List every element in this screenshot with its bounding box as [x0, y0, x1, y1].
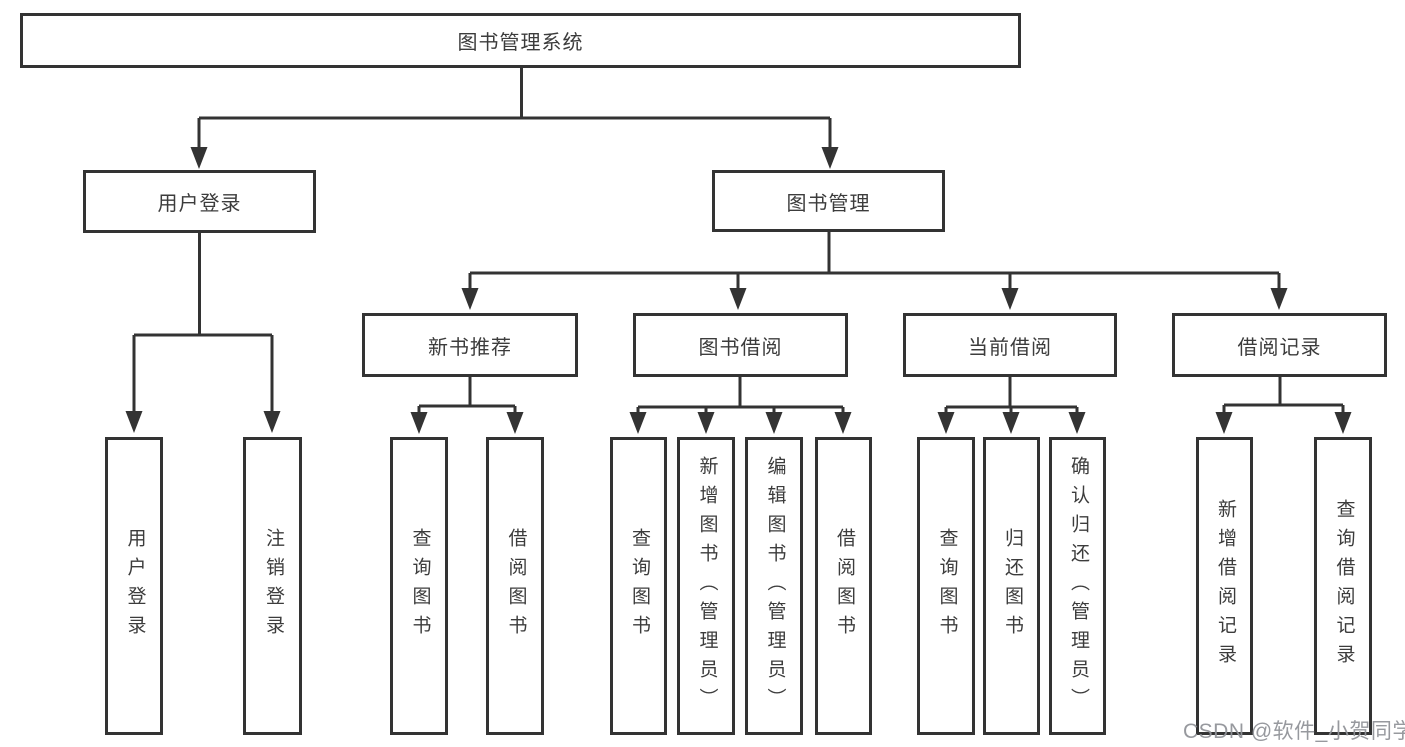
arrowhead	[834, 412, 852, 434]
arrowhead	[190, 147, 208, 169]
node-user-login-label: 用户登录	[157, 193, 242, 215]
edge-current-borrow-children	[944, 377, 1079, 414]
watermark: CSDN @软件_小贺同学	[1183, 720, 1405, 743]
leaf-query-borrow-record-label: 查询借阅记录	[1333, 499, 1355, 673]
leaf-query-borrow-record: 查询借阅记录	[1314, 437, 1372, 735]
leaf-logout-label: 注销登录	[262, 528, 284, 644]
leaf-confirm-return-label: 确认归还（管理员）	[1067, 455, 1089, 717]
arrowhead	[765, 412, 783, 434]
leaf-logout: 注销登录	[243, 437, 302, 735]
leaf-borrow-book-1: 借阅图书	[486, 437, 544, 735]
leaf-add-book: 新增图书（管理员）	[677, 437, 735, 735]
leaf-confirm-return: 确认归还（管理员）	[1049, 437, 1106, 735]
leaf-return-book-label: 归还图书	[1001, 528, 1023, 644]
arrowhead	[1068, 412, 1086, 434]
leaf-query-book-1-label: 查询图书	[409, 528, 431, 644]
leaf-add-book-label: 新增图书（管理员）	[696, 455, 718, 717]
leaf-query-book-1: 查询图书	[390, 437, 448, 735]
leaf-borrow-book-1-label: 借阅图书	[505, 528, 527, 644]
edge-arrowheads	[125, 147, 1352, 434]
leaf-add-borrow-record: 新增借阅记录	[1196, 437, 1253, 735]
node-user-login: 用户登录	[83, 170, 316, 233]
node-new-book-rec-label: 新书推荐	[428, 336, 512, 359]
leaf-query-book-2: 查询图书	[610, 437, 667, 735]
node-book-borrow-label: 图书借阅	[698, 336, 783, 359]
edge-root-to-level2	[197, 68, 832, 150]
arrowhead	[629, 412, 647, 434]
node-book-mgmt: 图书管理	[712, 170, 945, 232]
node-root-label: 图书管理系统	[457, 32, 584, 54]
arrowhead	[125, 411, 143, 433]
leaf-query-book-3: 查询图书	[917, 437, 975, 735]
leaf-borrow-book-2: 借阅图书	[815, 437, 872, 735]
leaf-edit-book-label: 编辑图书（管理员）	[764, 455, 786, 717]
node-current-borrow-label: 当前借阅	[968, 336, 1052, 359]
leaf-user-login-label: 用户登录	[124, 528, 146, 644]
arrowhead	[821, 147, 839, 169]
arrowhead	[937, 412, 955, 434]
leaf-return-book: 归还图书	[983, 437, 1040, 735]
arrowhead	[1001, 288, 1019, 310]
arrowhead	[729, 288, 747, 310]
arrowhead	[1334, 412, 1352, 434]
arrowhead	[1270, 288, 1288, 310]
node-book-borrow: 图书借阅	[633, 313, 848, 377]
arrowhead	[461, 288, 479, 310]
edge-book-mgmt-level3	[468, 232, 1281, 291]
arrowhead	[263, 411, 281, 433]
arrowhead	[1002, 412, 1020, 434]
node-root: 图书管理系统	[20, 13, 1021, 68]
leaf-add-borrow-record-label: 新增借阅记录	[1214, 499, 1236, 673]
node-new-book-rec: 新书推荐	[362, 313, 578, 377]
arrowhead	[1215, 412, 1233, 434]
arrowhead	[506, 412, 524, 434]
node-book-mgmt-label: 图书管理	[786, 192, 871, 215]
node-borrow-record: 借阅记录	[1172, 313, 1387, 377]
edge-lines	[132, 68, 1345, 414]
edge-borrow-record-children	[1222, 377, 1345, 414]
node-borrow-record-label: 借阅记录	[1237, 336, 1322, 359]
leaf-query-book-3-label: 查询图书	[936, 528, 958, 644]
leaf-edit-book: 编辑图书（管理员）	[745, 437, 803, 735]
arrowhead	[697, 412, 715, 434]
node-current-borrow: 当前借阅	[903, 313, 1117, 377]
edge-user-login-children	[132, 233, 274, 414]
edge-new-book-rec-children	[417, 377, 517, 414]
arrowhead	[410, 412, 428, 434]
leaf-query-book-2-label: 查询图书	[628, 528, 650, 644]
leaf-borrow-book-2-label: 借阅图书	[833, 528, 855, 644]
leaf-user-login: 用户登录	[105, 437, 163, 735]
edge-book-borrow-children	[636, 377, 845, 414]
